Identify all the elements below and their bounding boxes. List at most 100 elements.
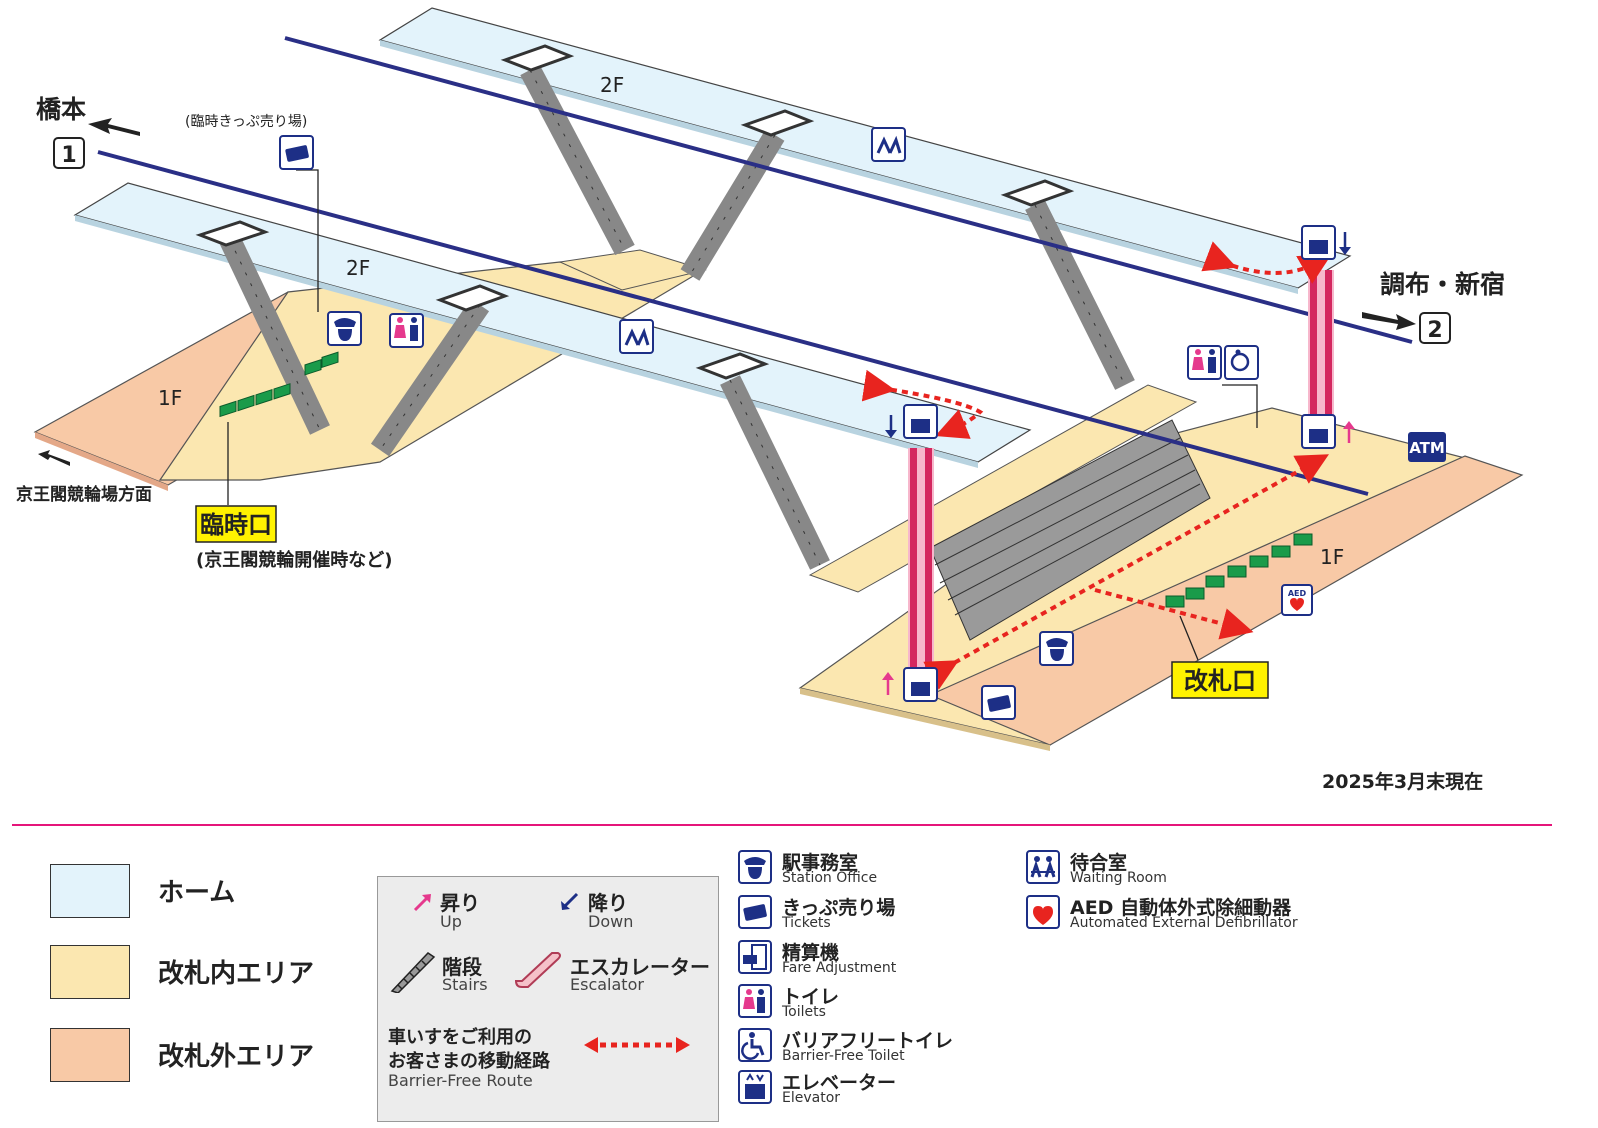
legend-station-office-label: 駅事務室: [782, 852, 859, 874]
left-platform: [73, 182, 1032, 463]
legend-aed-label: AED 自動体外式除細動器: [1070, 897, 1292, 919]
escalator-label: エスカレーター: [570, 955, 710, 979]
arrow-to-chofu: [1362, 312, 1416, 330]
legend-waiting-room: 待合室 Waiting Room: [1026, 850, 1167, 888]
platform-1-number: 1: [61, 143, 76, 168]
temp-ticket-gates: [219, 351, 339, 418]
legend-barrier-free-toilet-label: バリアフリートイレ: [782, 1030, 954, 1052]
legend-outside-label: 改札外エリア: [158, 1042, 315, 1072]
legend-barrier-free-toilet: バリアフリートイレ Barrier-Free Toilet: [738, 1028, 953, 1066]
elevator-icon: [738, 1070, 772, 1104]
elevator-shaft-left: [908, 448, 934, 678]
route-label-1: 車いすをご利用の: [388, 1027, 532, 1048]
floor-1f-right: 1F: [1320, 545, 1344, 569]
stairs-sub: Stairs: [442, 975, 488, 994]
escalator-icon: [514, 952, 561, 988]
floor-2f-upper: 2F: [600, 73, 624, 97]
legend-waiting-room-label: 待合室: [1070, 852, 1128, 874]
legend-station-office: 駅事務室 Station Office: [738, 850, 877, 888]
elevator-arrows: [882, 232, 1355, 695]
route-arrow-icon: [584, 1037, 690, 1053]
legend-elevator-label: エレベーター: [782, 1072, 897, 1094]
legend-fare-adjustment: 精算機 Fare Adjustment: [738, 940, 896, 978]
station-office-icon: [738, 850, 772, 884]
stairs-right-a: [1025, 200, 1135, 390]
stairs-icon: [390, 952, 436, 993]
track-upper: [284, 36, 1413, 344]
platform-1-box: 1: [53, 137, 85, 169]
date-label: 2025年3月末現在: [1322, 770, 1483, 793]
floor-2f-lower: 2F: [346, 256, 370, 280]
legend-barrier-free-toilet-sub: Barrier-Free Toilet: [782, 1048, 905, 1064]
waiting-room-icon: [1026, 850, 1060, 884]
track-lower: [97, 150, 1369, 496]
arrow-to-keiokaku: [38, 450, 70, 466]
legend-toilets-sub: Toilets: [782, 1004, 826, 1020]
barrier-free-toilet-icon-map: [1224, 345, 1259, 380]
up-sub: Up: [440, 912, 462, 931]
waiting-room-icon-map-right: [871, 127, 906, 162]
ticket-icon-map: [279, 135, 314, 170]
arrow-to-hashimoto: [88, 118, 140, 136]
stairs-label: 階段: [442, 955, 482, 979]
temp-ticket-label: (臨時きっぷ売り場): [185, 114, 307, 130]
legend-fare-adjustment-label: 精算機: [782, 942, 840, 964]
down-sub: Down: [588, 912, 634, 931]
stairs-left-a: [220, 235, 330, 435]
ticket-icon-map-right: [981, 685, 1016, 720]
platform-2-box: 2: [1419, 312, 1451, 344]
stairs-left-b: [370, 298, 490, 457]
temp-gate-label: 臨時口: [200, 511, 272, 539]
legend-elevator: エレベーター Elevator: [738, 1070, 896, 1108]
floor-1f-left: 1F: [158, 386, 182, 410]
direction-left-name: 橋本: [36, 95, 86, 124]
elevator-shaft-right: [1308, 270, 1334, 420]
barrier-free-route: [861, 241, 1332, 690]
legend-waiting-room-sub: Waiting Room: [1070, 870, 1167, 886]
down-arrow-icon: [561, 892, 579, 910]
legend-platform-label: ホーム: [158, 878, 236, 908]
aed-icon-map: AED: [1281, 584, 1313, 616]
legend-aed: AED 自動体外式除細動器 Automated External Defibri…: [1026, 895, 1298, 933]
toilet-icon: [738, 984, 772, 1018]
legend-aed-sub: Automated External Defibrillator: [1070, 915, 1298, 931]
toilet-icon-map-right: [1187, 345, 1222, 380]
temp-gate-box: [195, 505, 277, 543]
legend-tickets-sub: Tickets: [782, 915, 831, 931]
route-sub: Barrier-Free Route: [388, 1071, 533, 1090]
aed-icon: [1026, 895, 1060, 929]
legend-toilets-label: トイレ: [782, 986, 840, 1008]
stairs-center-a: [520, 64, 635, 256]
atm-label: ATM: [1409, 439, 1445, 457]
legend-inside-swatch: [50, 945, 130, 999]
barrier-free-toilet-icon: [738, 1028, 772, 1062]
temp-gate-note: (京王閣競輪開催時など): [196, 549, 392, 571]
route-label-2: お客さまの移動経路: [388, 1051, 550, 1072]
legend-tickets: きっぷ売り場 Tickets: [738, 895, 895, 933]
gate-box: [1171, 661, 1269, 699]
down-label: 降り: [588, 891, 628, 915]
right-platform: [378, 7, 1352, 289]
legend-toilets: トイレ Toilets: [738, 984, 839, 1022]
legend-key-box: 昇り Up 降り Down 階段 Stairs エスカレーター Escalato…: [377, 876, 719, 1122]
escalator-sub: Escalator: [570, 975, 644, 994]
station-office-icon-map: [327, 311, 362, 346]
up-label: 昇り: [440, 891, 480, 915]
legend-inside-label: 改札内エリア: [158, 959, 315, 989]
ticket-icon: [738, 895, 772, 929]
gate-label: 改札口: [1184, 667, 1256, 695]
aed-map-label: AED: [1288, 589, 1307, 598]
legend-station-office-sub: Station Office: [782, 870, 878, 886]
station-office-icon-map-right: [1039, 631, 1074, 666]
direction-right-name: 調布・新宿: [1380, 270, 1505, 299]
up-arrow-icon: [413, 894, 431, 912]
waiting-room-icon-map-left: [619, 319, 654, 354]
atm-icon: ATM: [1408, 432, 1446, 462]
legend-tickets-label: きっぷ売り場: [782, 897, 896, 919]
toilet-icon-map-left: [389, 313, 424, 348]
stairs-center-b: [680, 129, 785, 281]
legend-elevator-sub: Elevator: [782, 1090, 841, 1106]
fare-adjustment-icon: [738, 940, 772, 974]
legend-platform-swatch: [50, 864, 130, 918]
